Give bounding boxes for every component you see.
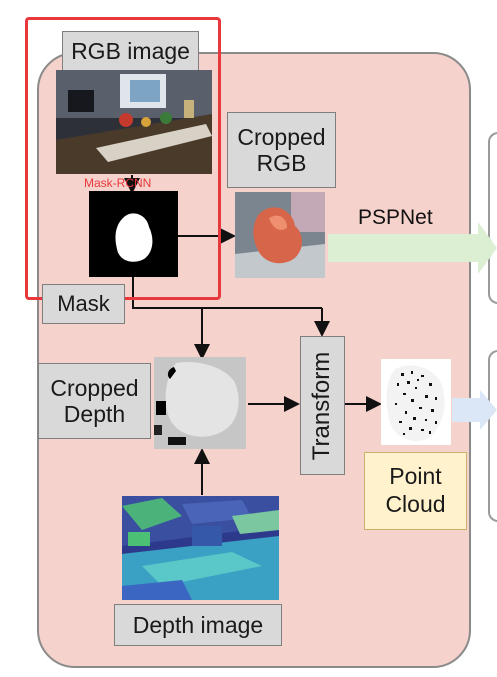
depth-image-label: Depth image: [114, 604, 282, 646]
point-cloud-image: [381, 359, 451, 445]
rgb-image-photo: [56, 70, 212, 174]
cropped-rgb-label: Cropped RGB: [227, 112, 336, 188]
pspnet-arrow: [328, 222, 497, 274]
transform-label: Transform: [308, 351, 336, 460]
cropped-rgb-photo: [235, 192, 325, 278]
cropped-depth-text: Cropped Depth: [50, 374, 139, 427]
mask-label: Mask: [42, 284, 125, 324]
rgb-image-label: RGB image: [62, 31, 199, 71]
cropped-depth-label: Cropped Depth: [38, 363, 151, 439]
point-cloud-output-arrow: [452, 390, 497, 430]
point-cloud-label: Point Cloud: [364, 452, 467, 530]
cropped-depth-image: [154, 357, 246, 449]
mask-image: [89, 191, 178, 277]
transform-box: Transform: [300, 336, 345, 475]
mask-rcnn-label: Mask-RCNN: [84, 176, 152, 190]
depth-image: [122, 496, 279, 600]
pspnet-label: PSPNet: [358, 206, 433, 229]
point-cloud-text: Point Cloud: [385, 463, 446, 517]
cropped-rgb-text: Cropped RGB: [237, 123, 326, 176]
